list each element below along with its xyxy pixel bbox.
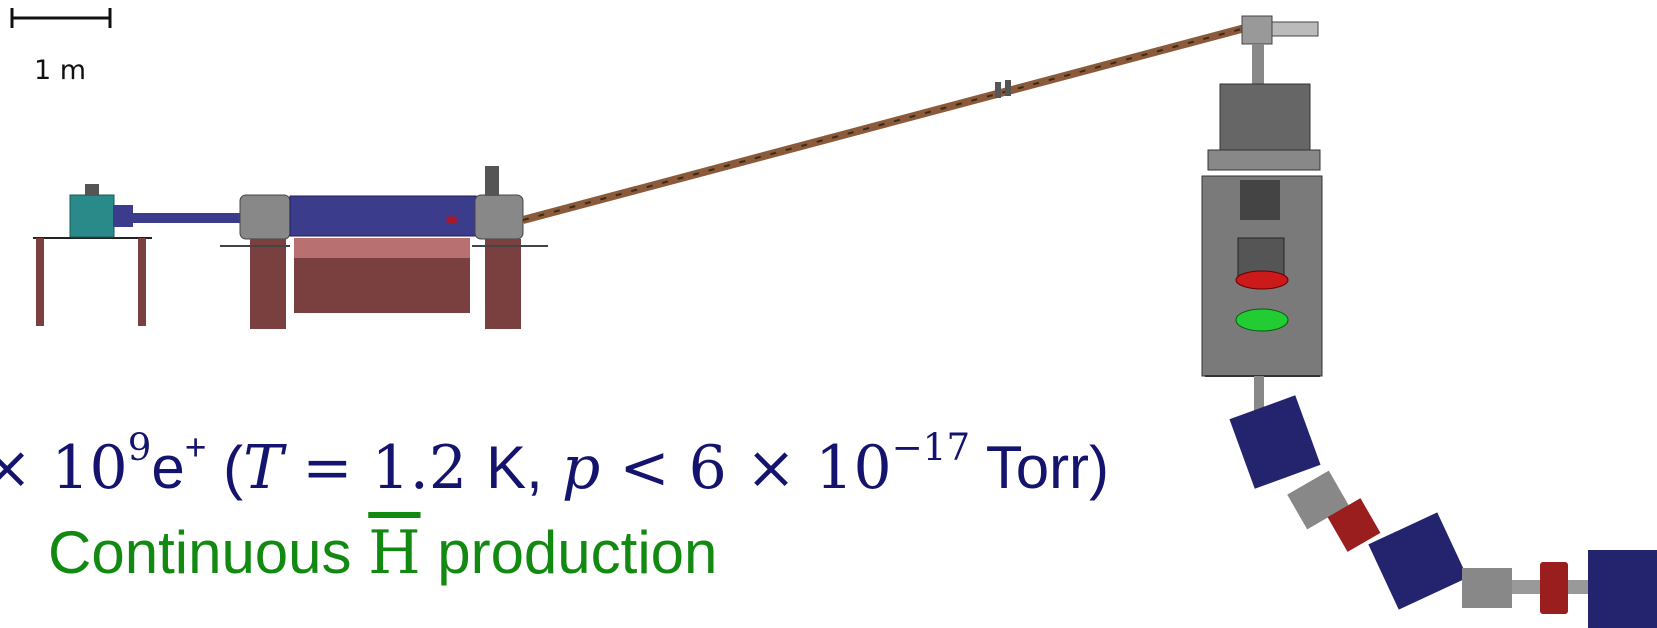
caption-exp17: −17 [891,425,971,469]
caption-continuous: Continuous [48,519,369,586]
positron-accumulator-magnet [220,166,548,329]
caption-lead: × 10 [0,432,128,503]
transfer-beamline [521,24,1247,224]
scale-bar-label: 1 m [34,55,87,86]
caption-exp9: 9 [127,425,152,469]
caption-e: e [151,433,185,501]
downstream-beamline [1229,395,1657,628]
positron-source-table [33,184,240,326]
caption-K: K, [486,433,543,501]
caption-p: p [542,432,601,503]
caption-open: ( [206,433,244,501]
production-caption: Continuous H production [48,518,717,588]
caption-lt: < 6 × 10 [600,432,892,503]
caption-production: production [420,519,718,586]
scale-bar [10,8,112,28]
caption-T: T [243,432,284,503]
caption-plus: + [184,426,207,468]
caption-eq: = 1.2 [283,432,487,503]
trap-conditions-caption: × 109e+ (T = 1.2 K, p < 6 × 10−17 Torr) [0,425,1109,503]
caption-torr: Torr) [970,433,1110,501]
caption-antihydrogen: H [368,518,421,588]
cryostat [1201,15,1323,412]
